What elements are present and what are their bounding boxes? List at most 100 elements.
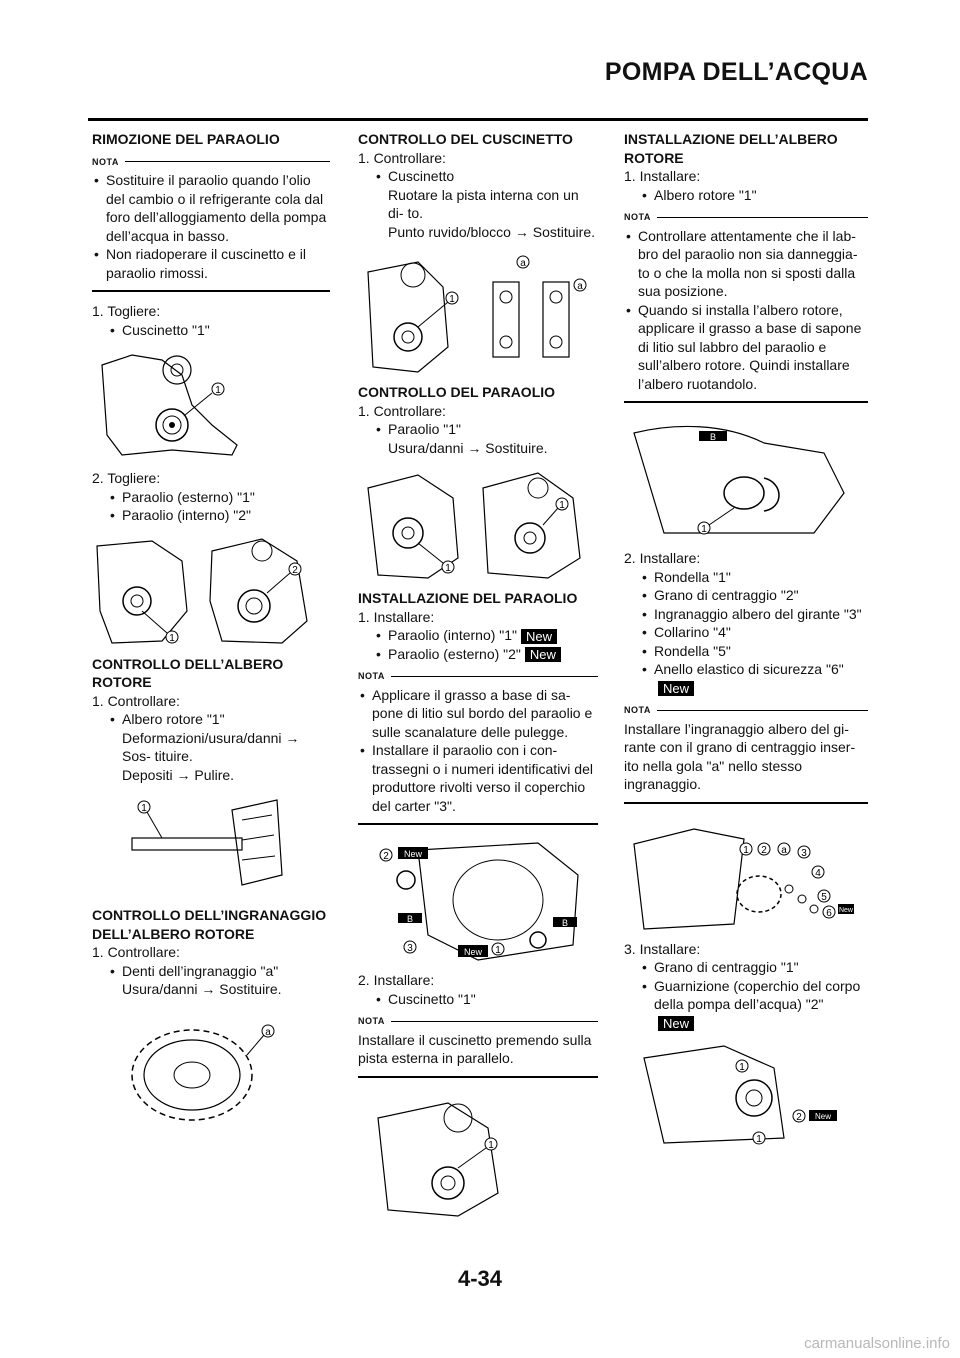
nota-label: NOTA (624, 212, 651, 222)
callout-a: a (265, 1027, 271, 1038)
callout-a: a (577, 281, 583, 292)
step-item: Cuscinetto "1" (358, 990, 598, 1009)
nota-item: Sostituire il paraolio quando l’olio del… (92, 171, 330, 245)
header-rule (88, 118, 868, 121)
callout-1: 1 (488, 1140, 494, 1151)
check-result: Depositi → Pulire. (122, 766, 235, 783)
callout-5: 5 (821, 892, 827, 903)
nota-header: NOTA (358, 667, 598, 686)
nota-divider (358, 823, 598, 825)
nota-item: Applicare il grasso a base di sa- pone d… (358, 686, 598, 742)
figure-rotor-install: B 1 (624, 413, 868, 543)
step-item: Paraolio (esterno) "1" (92, 488, 330, 507)
item-text: Paraolio (interno) "1" (388, 627, 518, 643)
callout-2: 2 (292, 565, 298, 576)
step-label: 2. Togliere: (92, 470, 161, 486)
step-label: 1. Controllare: (92, 944, 180, 960)
new-part-badge: New (521, 628, 558, 644)
page-title: POMPA DELL’ACQUA (604, 58, 868, 86)
callout-1: 1 (743, 845, 749, 856)
new-part-badge: New (464, 947, 483, 957)
nota-header: NOTA (624, 208, 868, 227)
section-title: CONTROLLO DEL CUSCINETTO (358, 131, 573, 147)
callout-a: a (520, 258, 526, 269)
step-label: 1. Controllare: (358, 402, 446, 419)
bearing-install-illustration: 1 (377, 1101, 499, 1217)
nota-divider (358, 1075, 598, 1078)
callout-6: 6 (826, 908, 832, 919)
check-result: Usura/danni → Sostituire. (122, 981, 282, 997)
page-number: 4-34 (457, 1266, 503, 1291)
nota-text: Installare il cuscinetto premendo sulla … (358, 1031, 592, 1067)
step-label: 1. Togliere: (92, 303, 161, 319)
figure-oil-seal-install: 2 New 3 New 1 B B (358, 835, 598, 965)
section-title: INSTALLAZIONE DELL’ALBERO ROTORE (624, 131, 838, 166)
callout-1: 1 (739, 1062, 745, 1073)
callout-1: 1 (495, 945, 501, 956)
figure-bearing-removal: 1 (92, 345, 330, 463)
callout-a: a (781, 845, 787, 856)
grease-symbol: B (407, 914, 413, 924)
nota-header: NOTA (624, 701, 868, 720)
section-title: CONTROLLO DELL’INGRANAGGIO DELL’ALBERO R… (92, 907, 327, 942)
step-item: Anello elastico di sicurezza "6" (624, 660, 868, 679)
step-item: Grano di centraggio "1" (624, 958, 868, 977)
nota-label: NOTA (358, 671, 385, 681)
step-item: Albero rotore "1" (624, 186, 868, 205)
figure-oil-seal-check: 1 1 (358, 463, 598, 583)
nota-divider (92, 290, 330, 292)
column-1: RIMOZIONE DEL PARAOLIO NOTA Sostituire i… (92, 130, 330, 1141)
step-item: Paraolio (interno) "2" (92, 506, 330, 525)
new-part-badge: New (839, 907, 854, 914)
oil-seal-check-illustration: 1 1 (367, 472, 581, 579)
callout-1: 1 (141, 803, 147, 814)
pump-cover-illustration: 1 2 New 1 (643, 1045, 837, 1145)
step-item: Collarino "4" (624, 623, 868, 642)
gear-install-illustration: 1 2 a 3 4 5 6 New (633, 827, 854, 930)
step-item: Cuscinetto "1" (92, 321, 330, 340)
figure-bearing-check: a a 1 (358, 247, 598, 377)
new-part-badge: New (658, 681, 695, 697)
step-label: 1. Controllare: (92, 692, 180, 709)
check-result: Ruotare la pista interna con un di- to. (388, 186, 579, 222)
nota-item: Non riadoperare il cuscinetto e il parao… (92, 245, 330, 282)
watermark: carmanualsonline.info (804, 1335, 950, 1352)
step-item: Paraolio (interno) "1"New (358, 626, 598, 645)
section-title: INSTALLAZIONE DEL PARAOLIO (358, 590, 578, 606)
figure-oil-seal-removal: 1 2 (92, 531, 330, 649)
step-item: Denti dell’ingranaggio "a" (92, 962, 330, 981)
step-label: 1. Controllare: (358, 149, 446, 166)
rotor-shaft-illustration: 1 (131, 799, 283, 886)
step-item: Paraolio "1" (358, 420, 598, 439)
section-title: CONTROLLO DEL PARAOLIO (358, 384, 556, 400)
step-item: Grano di centraggio "2" (624, 586, 868, 605)
nota-item: Installare il paraolio con i con- trasse… (358, 741, 598, 815)
nota-label: NOTA (92, 156, 119, 167)
step-label: 1. Installare: (624, 168, 701, 184)
check-result: Deformazioni/usura/danni → Sos- tituire. (122, 729, 300, 765)
section-title: CONTROLLO DELL’ALBERO ROTORE (92, 655, 284, 691)
grease-symbol: B (710, 432, 716, 442)
new-badge-row: New (624, 1014, 868, 1033)
step-label: 1. Installare: (358, 608, 435, 625)
callout-2: 2 (383, 851, 389, 862)
figure-gear: a (92, 1005, 330, 1135)
callout-3: 3 (407, 943, 413, 954)
figure-pump-cover: 1 2 New 1 (624, 1038, 868, 1148)
nota-list: Controllare attentamente che il lab- bro… (624, 227, 868, 394)
nota-divider (624, 401, 868, 403)
gear-illustration: a (131, 1024, 275, 1121)
item-text: Paraolio (esterno) "2" (388, 645, 521, 662)
step-label: 3. Installare: (624, 940, 701, 957)
nota-list: Applicare il grasso a base di sa- pone d… (358, 686, 598, 816)
column-2: CONTROLLO DEL CUSCINETTO 1. Controllare:… (358, 130, 598, 1224)
callout-2: 2 (761, 845, 767, 856)
nota-text: Installare l’ingranaggio albero del gi- … (624, 720, 856, 793)
nota-list: Sostituire il paraolio quando l’olio del… (92, 171, 330, 282)
nota-item: Controllare attentamente che il lab- bro… (624, 227, 868, 301)
nota-header: NOTA (92, 153, 330, 172)
oil-seal-illustration: 1 2 (96, 537, 308, 644)
callout-3: 3 (801, 848, 807, 859)
nota-divider (624, 801, 868, 804)
step-item: Rondella "5" (624, 642, 868, 661)
